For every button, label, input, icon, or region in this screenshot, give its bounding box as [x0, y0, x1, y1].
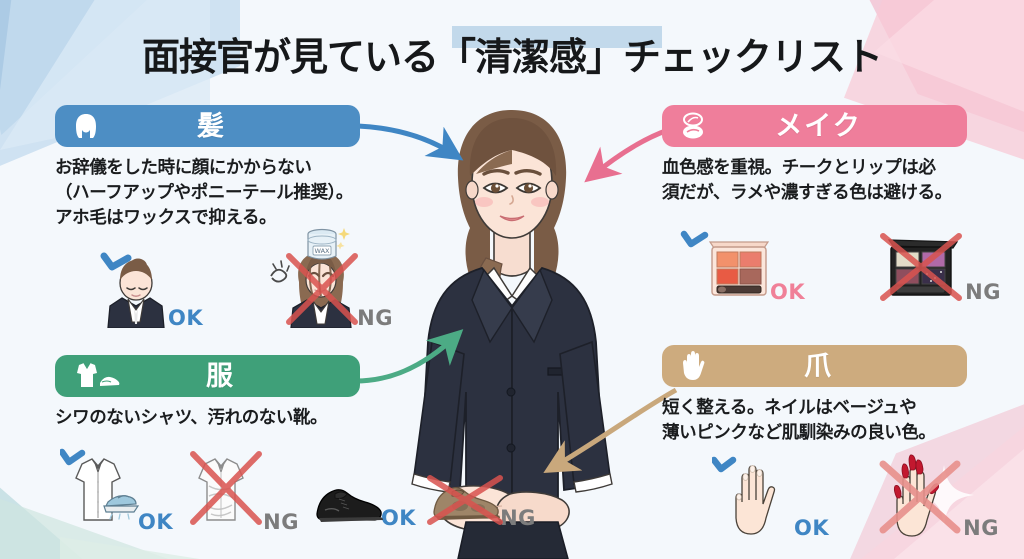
makeup-example-ok: OK	[680, 228, 805, 306]
section-hair-header: 髪	[55, 105, 360, 147]
section-clothes-header: 服	[55, 355, 360, 397]
bowing-woman-tied-hair-icon	[78, 250, 174, 332]
page-title-container: 面接官が見ている「清潔感」チェックリスト	[0, 26, 1024, 81]
clothes-examples: OK NG	[58, 448, 536, 536]
wax-jar-icon: WAX	[307, 228, 350, 260]
hair-line-1: お辞儀をした時に顔にかからない	[55, 158, 312, 178]
section-nails: 爪 短く整える。ネイルはベージュや 薄いピンクなど肌馴染みの良い色。	[662, 345, 967, 446]
woman-head-icon	[69, 109, 103, 143]
polished-black-shoe-icon	[311, 474, 387, 532]
clothes-example-shirt-ok: OK	[58, 448, 174, 536]
section-hair: 髪 お辞儀をした時に顔にかからない （ハーフアップやポニーテール推奨）。 アホ毛…	[55, 105, 360, 231]
hair-ok-label: OK	[168, 306, 204, 330]
section-hair-text: お辞儀をした時に顔にかからない （ハーフアップやポニーテール推奨）。 アホ毛はワ…	[55, 156, 360, 231]
cross-icon	[879, 460, 961, 534]
hair-examples: OK	[78, 248, 393, 332]
makeup-line-2: 須だが、ラメや濃すぎる色は避ける。	[662, 182, 952, 203]
nails-example-ng: NG	[877, 452, 999, 542]
makeup-example-ng: NG	[875, 228, 1001, 306]
check-icon	[58, 448, 86, 466]
hair-line-2: （ハーフアップやポニーテール推奨）。	[55, 182, 353, 203]
dark-glitter-palette-icon	[875, 228, 971, 306]
scuffed-brown-shoe-icon	[426, 470, 506, 532]
open-hand-icon	[676, 349, 710, 383]
sparkle-icon	[914, 465, 974, 525]
nails-ng-label: NG	[963, 516, 999, 540]
woman-loose-messy-hair-icon	[263, 248, 363, 332]
shirt-and-shoe-icon	[69, 359, 121, 393]
nails-line-2: 薄いピンクなど肌馴染みの良い色。	[662, 422, 936, 443]
hair-example-ok: OK	[78, 250, 203, 332]
clothes-example-shirt-ng: NG	[187, 448, 299, 536]
makeup-line-1: 血色感を重視。チークとリップは必	[662, 158, 936, 178]
hair-line-3: アホ毛はワックスで抑える。	[55, 207, 277, 228]
section-clothes: 服 シワのないシャツ、汚れのない靴。	[55, 355, 360, 431]
page-title: 面接官が見ている「清潔感」チェックリスト	[141, 35, 883, 79]
makeup-ok-label: OK	[770, 280, 806, 304]
section-makeup-header: メイク	[662, 105, 967, 147]
wrinkled-shirt-icon	[187, 448, 269, 536]
ironed-shirt-icon	[58, 448, 144, 536]
cross-icon	[880, 233, 963, 301]
title-highlight	[452, 26, 662, 48]
shirt-ng-label: NG	[263, 510, 299, 534]
shirt-ok-label: OK	[138, 510, 174, 534]
section-nails-header: 爪	[662, 345, 967, 387]
section-makeup-text: 血色感を重視。チークとリップは必 須だが、ラメや濃すぎる色は避ける。	[662, 156, 967, 206]
nude-tone-palette-icon	[680, 228, 776, 306]
short-bare-nails-hand-icon	[710, 452, 800, 542]
nails-examples: OK NG	[710, 452, 999, 542]
clothes-example-shoe-ng: NG	[426, 470, 536, 532]
clothes-line-1: シワのないシャツ、汚れのない靴。	[55, 408, 328, 428]
hair-example-ng: NG	[263, 248, 393, 332]
svg-text:WAX: WAX	[315, 247, 331, 255]
section-makeup-title: メイク	[775, 110, 862, 142]
long-red-nails-hand-icon	[877, 452, 969, 542]
section-nails-title: 爪	[804, 350, 833, 382]
section-hair-title: 髪	[197, 110, 226, 142]
makeup-ng-label: NG	[965, 280, 1001, 304]
nails-example-ok: OK	[710, 452, 830, 542]
nails-ok-label: OK	[794, 516, 830, 540]
compact-powder-icon	[676, 109, 710, 143]
shoe-ng-label: NG	[500, 506, 536, 530]
cross-icon	[286, 253, 359, 325]
section-clothes-title: 服	[206, 360, 235, 392]
section-clothes-text: シワのないシャツ、汚れのない靴。	[55, 406, 360, 431]
nails-line-1: 短く整える。ネイルはベージュや	[662, 398, 917, 418]
shoe-ok-label: OK	[380, 506, 417, 530]
clothes-example-shoe-ok: OK	[311, 474, 416, 532]
section-makeup: メイク 血色感を重視。チークとリップは必 須だが、ラメや濃すぎる色は避ける。	[662, 105, 967, 206]
hair-ng-label: NG	[357, 306, 393, 330]
cross-icon	[427, 475, 504, 525]
check-icon	[710, 456, 737, 473]
section-nails-text: 短く整える。ネイルはベージュや 薄いピンクなど肌馴染みの良い色。	[662, 396, 967, 446]
cross-icon	[190, 451, 263, 525]
check-icon	[680, 230, 709, 248]
check-icon	[100, 252, 132, 271]
makeup-examples: OK NG	[680, 228, 1001, 306]
